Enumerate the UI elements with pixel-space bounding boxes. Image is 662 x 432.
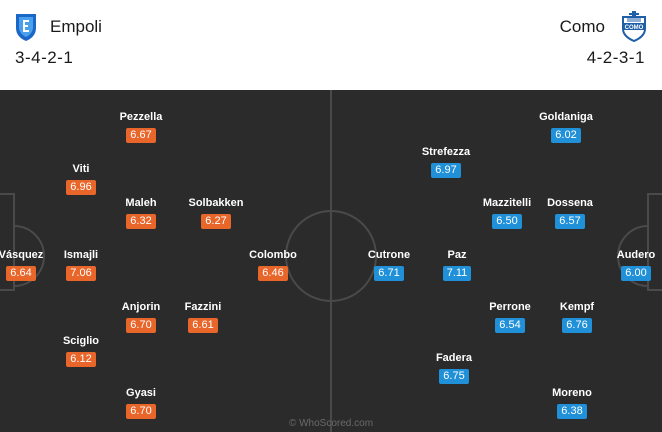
player-name: Sciglio xyxy=(62,335,100,347)
pitch-markings xyxy=(0,90,662,432)
player-name: Colombo xyxy=(249,249,297,261)
rating-badge: 6.46 xyxy=(258,266,288,281)
player-name: Pezzella xyxy=(119,111,163,123)
home-team-name: Empoli xyxy=(50,17,102,36)
home-formation: 3-4-2-1 xyxy=(15,48,74,67)
watermark: © WhoScored.com xyxy=(288,418,374,429)
como-crest-icon: COMO xyxy=(622,11,646,42)
player-cutrone[interactable]: Cutrone 6.71 xyxy=(349,249,429,281)
player-name: Goldaniga xyxy=(539,111,593,123)
empoli-crest-icon xyxy=(16,14,36,41)
rating-badge: 6.57 xyxy=(555,214,585,229)
rating-badge: 6.27 xyxy=(201,214,231,229)
rating-badge: 6.97 xyxy=(431,163,461,178)
player-dossena[interactable]: Dossena 6.57 xyxy=(530,197,610,229)
rating-badge: 7.11 xyxy=(442,266,472,281)
player-name: Solbakken xyxy=(188,197,244,209)
player-name: Strefezza xyxy=(421,146,471,158)
rating-badge: 6.76 xyxy=(562,318,592,333)
rating-badge: 6.38 xyxy=(557,404,587,419)
rating-badge: 6.96 xyxy=(66,180,96,195)
rating-badge: 6.67 xyxy=(126,128,156,143)
rating-badge: 7.06 xyxy=(66,266,96,281)
player-sciglio[interactable]: Sciglio 6.12 xyxy=(41,335,121,367)
player-name: Maleh xyxy=(125,197,157,209)
player-name: Viti xyxy=(72,163,90,175)
player-audero[interactable]: Audero 6.00 xyxy=(596,249,662,281)
player-paz[interactable]: Paz 7.11 xyxy=(417,249,497,281)
svg-text:COMO: COMO xyxy=(625,25,644,31)
player-vasquez[interactable]: Vásquez 6.64 xyxy=(0,249,61,281)
player-mazzitelli[interactable]: Mazzitelli 6.50 xyxy=(467,197,547,229)
player-name: Paz xyxy=(447,249,467,261)
player-name: Ismajli xyxy=(63,249,99,261)
rating-badge: 6.64 xyxy=(6,266,36,281)
rating-badge: 6.50 xyxy=(492,214,522,229)
rating-badge: 6.70 xyxy=(126,404,156,419)
rating-badge: 6.75 xyxy=(439,369,469,384)
player-solbakken[interactable]: Solbakken 6.27 xyxy=(176,197,256,229)
player-viti[interactable]: Viti 6.96 xyxy=(41,163,121,195)
player-fazzini[interactable]: Fazzini 6.61 xyxy=(163,301,243,333)
rating-badge: 6.54 xyxy=(495,318,525,333)
player-strefezza[interactable]: Strefezza 6.97 xyxy=(406,146,486,178)
match-header: Empoli 3-4-2-1 Como COMO 4-2-3-1 xyxy=(0,0,662,90)
player-name: Fazzini xyxy=(184,301,222,313)
player-pezzella[interactable]: Pezzella 6.67 xyxy=(101,111,181,143)
player-gyasi[interactable]: Gyasi 6.70 xyxy=(101,387,181,419)
player-name: Gyasi xyxy=(126,387,156,399)
player-ismajli[interactable]: Ismajli 7.06 xyxy=(41,249,121,281)
player-name: Moreno xyxy=(552,387,592,399)
player-moreno[interactable]: Moreno 6.38 xyxy=(532,387,612,419)
player-name: Mazzitelli xyxy=(482,197,532,209)
player-name: Dossena xyxy=(547,197,593,209)
rating-badge: 6.02 xyxy=(551,128,581,143)
player-perrone[interactable]: Perrone 6.54 xyxy=(470,301,550,333)
away-formation: 4-2-3-1 xyxy=(586,48,645,67)
player-goldaniga[interactable]: Goldaniga 6.02 xyxy=(526,111,606,143)
player-name: Perrone xyxy=(489,301,531,313)
player-name: Audero xyxy=(616,249,656,261)
rating-badge: 6.12 xyxy=(66,352,96,367)
player-name: Anjorin xyxy=(121,301,161,313)
player-colombo[interactable]: Colombo 6.46 xyxy=(233,249,313,281)
rating-badge: 6.71 xyxy=(374,266,404,281)
player-fadera[interactable]: Fadera 6.75 xyxy=(414,352,494,384)
player-name: Vásquez xyxy=(0,249,44,261)
away-team-name: Como xyxy=(559,17,605,36)
player-name: Kempf xyxy=(559,301,595,313)
rating-badge: 6.32 xyxy=(126,214,156,229)
pitch: Vásquez 6.64 Viti 6.96 Ismajli 7.06 Scig… xyxy=(0,90,662,432)
player-name: Fadera xyxy=(435,352,473,364)
player-maleh[interactable]: Maleh 6.32 xyxy=(101,197,181,229)
rating-badge: 6.70 xyxy=(126,318,156,333)
rating-badge: 6.00 xyxy=(621,266,651,281)
player-anjorin[interactable]: Anjorin 6.70 xyxy=(101,301,181,333)
player-kempf[interactable]: Kempf 6.76 xyxy=(537,301,617,333)
rating-badge: 6.61 xyxy=(188,318,218,333)
player-name: Cutrone xyxy=(367,249,411,261)
